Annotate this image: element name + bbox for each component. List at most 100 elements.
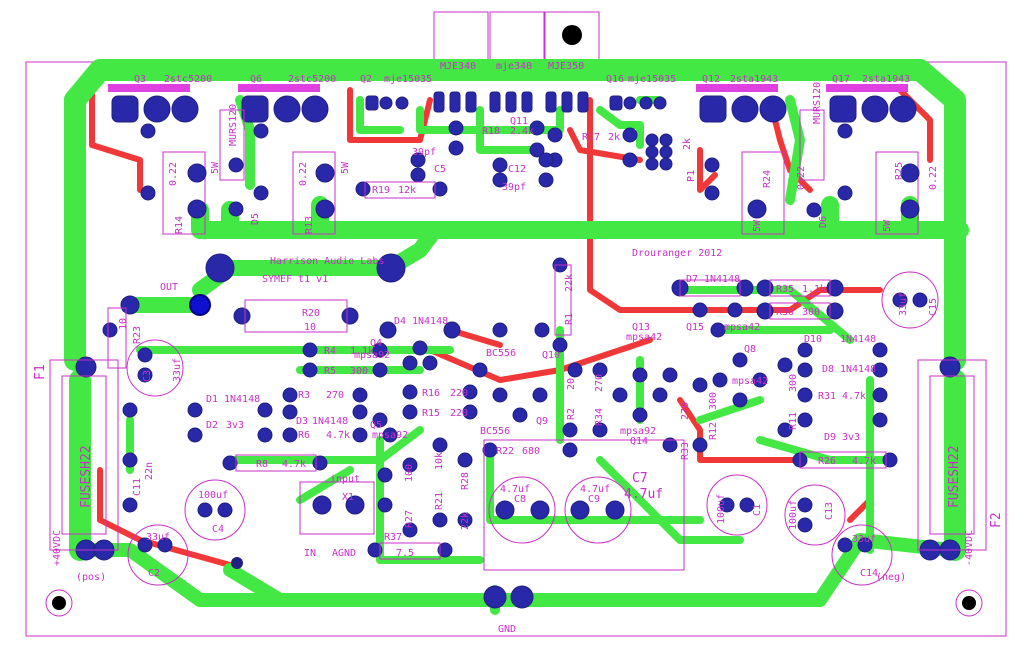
q10-part: BC556: [486, 348, 516, 359]
r14-power: 5W: [210, 161, 221, 174]
r34-value: 270: [594, 374, 605, 392]
d5-label: D5: [250, 213, 261, 225]
r11-value: 300: [788, 374, 799, 392]
r14-value: 0.22: [168, 162, 179, 186]
r5-label: R5: [324, 366, 336, 377]
c2-label: C2: [148, 568, 160, 579]
pos-voltage-label: +40VDC: [52, 530, 63, 566]
c1-label: C1: [752, 504, 763, 516]
agnd-label: AGND: [332, 548, 356, 559]
r17-label: R17: [582, 132, 600, 143]
r2-value: 20: [566, 378, 577, 390]
gnd-label: GND: [498, 624, 516, 635]
r31-value: 4.7k: [842, 391, 866, 402]
r33-label: R33: [680, 442, 691, 460]
r35-label: R35: [776, 284, 794, 295]
c4-value: 100uf: [198, 490, 228, 501]
q3-label: Q3: [134, 74, 146, 85]
r22-value: 680: [522, 446, 540, 457]
q14-label: Q14: [630, 436, 648, 447]
r34-label: R34: [594, 408, 605, 426]
r15-label: R15: [422, 408, 440, 419]
c12-label: C12: [508, 164, 526, 175]
r24-label: R24: [762, 170, 773, 188]
c15-label: C15: [928, 298, 939, 316]
pos-label: (pos): [76, 572, 106, 583]
r3-label: R3: [298, 390, 310, 401]
d2-part: 3v3: [226, 420, 244, 431]
q15-part: mpsa42: [724, 322, 760, 333]
q16-part: mje15035: [628, 74, 676, 85]
mje340-b-label: mje340: [496, 61, 532, 72]
d10-part: 1N4148: [840, 334, 876, 345]
title-line2: SYMEF t1 v1: [262, 274, 328, 285]
q12-part: 2sta1943: [730, 74, 778, 85]
r17-value: 2k: [608, 132, 620, 143]
mje340-a-label: MJE340: [440, 61, 476, 72]
title-line1: Harrison Audio Labs: [270, 256, 384, 267]
c15-value: 33uf: [898, 292, 909, 316]
r13-power: 5W: [340, 161, 351, 174]
r12-value: 300: [708, 392, 719, 410]
c5-value: 39pf: [412, 147, 436, 158]
p1-value: 2k: [682, 138, 693, 150]
d8-label: D8: [822, 364, 834, 375]
c5-label: C5: [434, 164, 446, 175]
r33-value: 270: [680, 402, 691, 420]
mounting-hole: [562, 25, 582, 45]
c3-label: C3: [142, 370, 153, 382]
q4-part: mpsa92: [354, 350, 390, 361]
r25-value: 0.22: [928, 166, 939, 190]
r20-value: 10: [304, 322, 316, 333]
driver-pads: [365, 91, 667, 113]
q13-label: Q13: [632, 322, 650, 333]
mounting-hole-drill: [52, 596, 66, 610]
d8-part: 1N4148: [840, 364, 876, 375]
mje350-label: MJE350: [548, 61, 584, 72]
c12-value: 39pf: [502, 182, 526, 193]
r1-value: 22k: [564, 274, 575, 292]
r28-value: 22k: [460, 512, 471, 530]
fuse-holders: [49, 359, 987, 551]
r8-label: R8: [256, 459, 268, 470]
q5-part: mpsa92: [372, 430, 408, 441]
r27-value: 100: [404, 464, 415, 482]
component-pads: [75, 120, 961, 609]
r1-label: R1: [564, 313, 575, 325]
q17-label: Q17: [832, 74, 850, 85]
r28-label: R28: [460, 472, 471, 490]
top-layer-traces: [64, 59, 969, 615]
r37-value: 7.5: [396, 548, 414, 559]
r6-label: R6: [298, 430, 310, 441]
r14-label: R14: [174, 216, 185, 234]
r13-label: R13: [304, 216, 315, 234]
d2-label: D2: [206, 420, 218, 431]
c13-label: C13: [824, 502, 835, 520]
r13-value: 0.22: [298, 162, 309, 186]
q6-part: 2stc5200: [288, 74, 336, 85]
r27-label: R27: [404, 510, 415, 528]
mounting-hole: [45, 589, 73, 617]
d5-part: MURS120: [228, 104, 239, 146]
c9-value: 4.7uf: [580, 484, 610, 495]
q12-label: Q12: [702, 74, 720, 85]
d4-label: D4: [394, 316, 406, 327]
r16-value: 220: [450, 388, 468, 399]
q11-label: Q11: [510, 116, 528, 127]
d10-label: D10: [804, 334, 822, 345]
r4-value: 1.1k: [350, 346, 374, 357]
c3-value: 33uf: [172, 358, 183, 382]
neg-voltage-label: -40VDC: [964, 530, 975, 566]
emitter-resistor-outlines: [162, 109, 919, 235]
c8-label: C8: [514, 494, 526, 505]
q9-part: BC556: [480, 426, 510, 437]
r12-label: R12: [708, 422, 719, 440]
q3-part: 2stc5200: [164, 74, 212, 85]
q2-part: mje15035: [384, 74, 432, 85]
d6-label: D6: [818, 216, 829, 228]
q15-label: Q15: [686, 322, 704, 333]
r25-label: R25: [894, 162, 905, 180]
r18-value: 2.4k: [510, 126, 534, 137]
q5-label: Q5: [370, 420, 382, 431]
